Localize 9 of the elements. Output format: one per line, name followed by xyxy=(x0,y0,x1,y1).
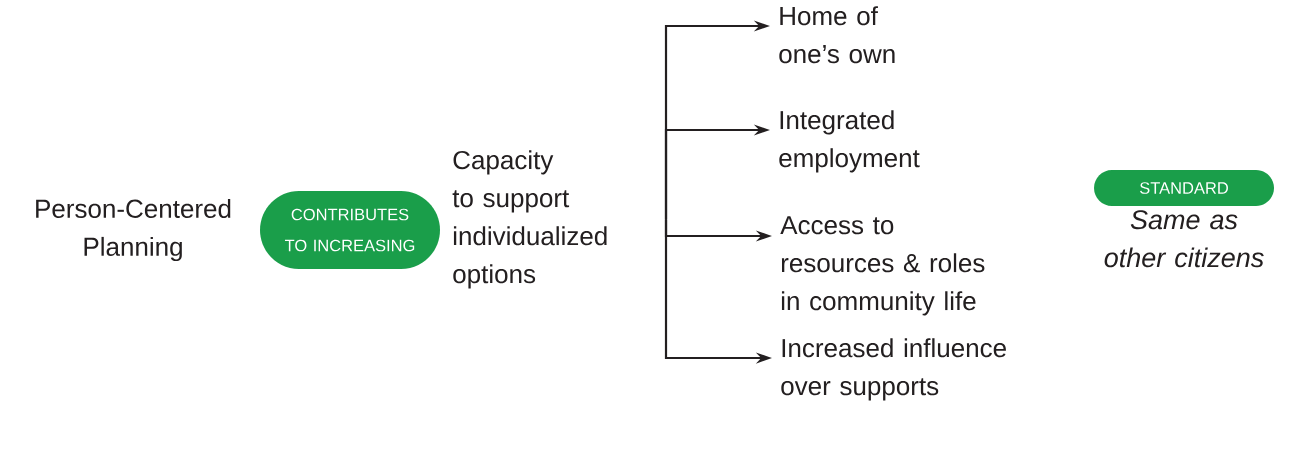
text-label: Integrated employment xyxy=(779,110,920,173)
text-label: Home of one’s own xyxy=(779,6,895,64)
text-label: Person-Centered Planning xyxy=(36,198,231,262)
text-label: Capacity to support individualized options xyxy=(452,150,607,289)
text-label: Increased influence over supports xyxy=(781,338,1006,401)
pill-badge: CONTRIBUTES TO INCREASING xyxy=(260,191,440,269)
text-label: Access to resources & roles in community life xyxy=(780,216,985,316)
pill-badge: STANDARD xyxy=(1094,170,1274,206)
caption-text: Same as other citizens xyxy=(1104,210,1264,268)
